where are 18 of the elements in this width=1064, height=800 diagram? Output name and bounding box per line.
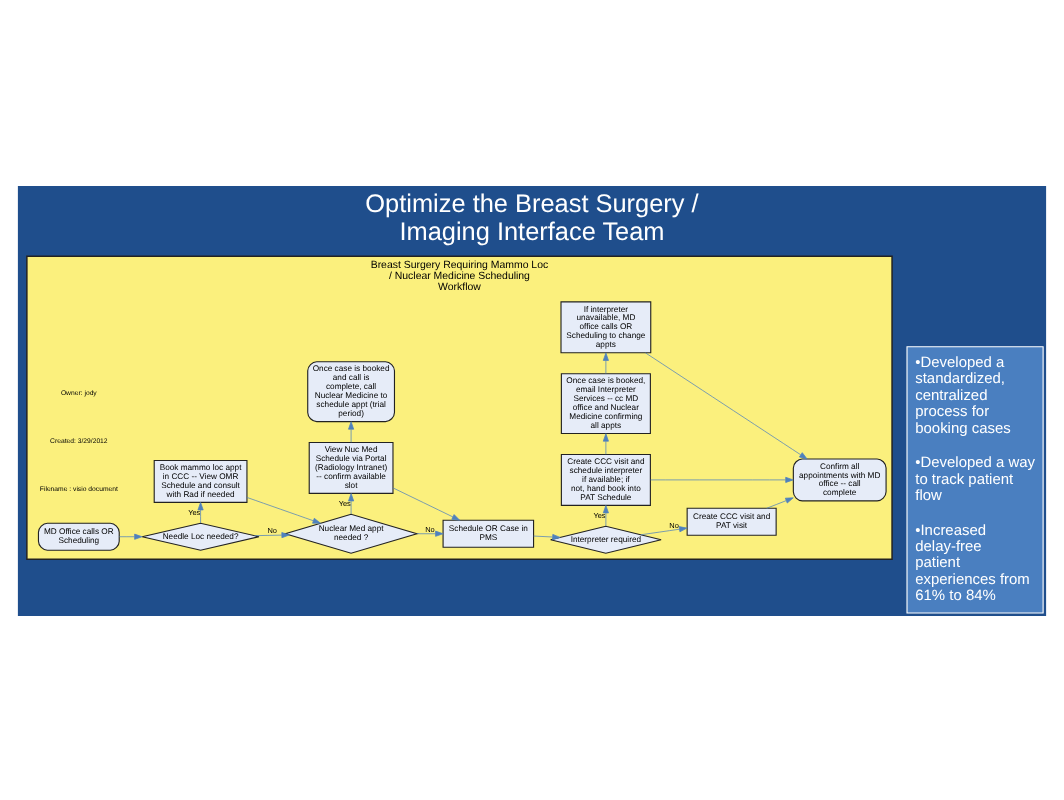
arrow (348, 420, 355, 442)
arrow (766, 496, 794, 508)
arrow (246, 496, 321, 523)
arrow (645, 351, 808, 459)
arrow (602, 351, 609, 373)
arrow (392, 486, 461, 520)
arrow (118, 532, 143, 539)
arrow (197, 501, 204, 523)
arrow (348, 492, 355, 514)
arrow (533, 533, 561, 539)
node-box: •Developed a standardized, centralized process for booking cases •Developed a way to track patient flow •Increased delay-free patient experiences from 61% to 84% (906, 345, 1044, 613)
arrow (602, 504, 609, 526)
arrow (602, 432, 609, 454)
arrow (650, 475, 794, 482)
arrow (416, 529, 444, 536)
arrow (254, 531, 290, 538)
diagram-title: Optimize the Breast Surgery / Imaging Interface Team (365, 187, 699, 245)
arrow (640, 525, 688, 535)
